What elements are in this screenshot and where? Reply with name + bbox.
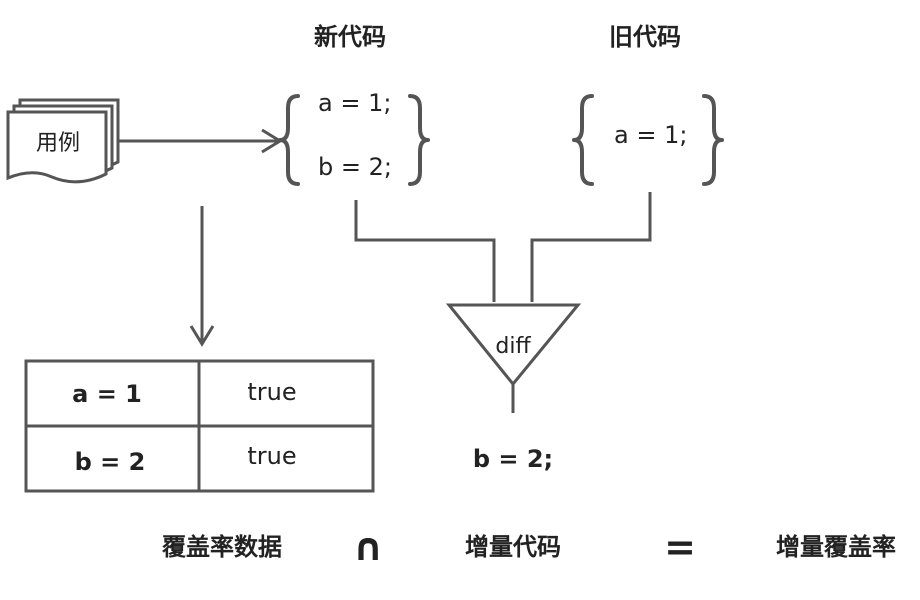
old-code-title: 旧代码 <box>609 23 681 51</box>
old-code-line-1: a = 1; <box>614 121 687 149</box>
arrow-case-to-table <box>189 206 215 347</box>
old-code-block: a = 1; <box>572 94 724 186</box>
table-cell-line-1: a = 1 <box>72 380 142 408</box>
intersection-symbol: ∩ <box>353 525 384 569</box>
table-cell-line-2: b = 2 <box>75 448 146 476</box>
equation-coverage-data: 覆盖率数据 <box>162 533 282 561</box>
new-code-title: 新代码 <box>314 23 386 51</box>
test-case-label: 用例 <box>36 131 80 156</box>
new-code-line-2: b = 2; <box>318 153 392 181</box>
diff-result: b = 2; <box>473 445 553 473</box>
coverage-table: a = 1 true b = 2 true <box>24 359 375 493</box>
diff-funnel: diff <box>445 303 582 413</box>
equation-incremental-coverage: 增量覆盖率 <box>776 533 896 561</box>
connectors-to-diff <box>354 192 652 302</box>
test-case-shape: 用例 <box>6 98 120 184</box>
new-code-block: a = 1; b = 2; <box>278 89 430 186</box>
new-code-line-1: a = 1; <box>318 89 391 117</box>
arrow-case-to-code <box>118 128 283 154</box>
table-cell-covered-2: true <box>247 442 296 470</box>
diff-label: diff <box>495 334 531 359</box>
equals-symbol: = <box>664 525 696 569</box>
equation-incremental-code: 增量代码 <box>465 533 561 561</box>
table-cell-covered-1: true <box>247 378 296 406</box>
